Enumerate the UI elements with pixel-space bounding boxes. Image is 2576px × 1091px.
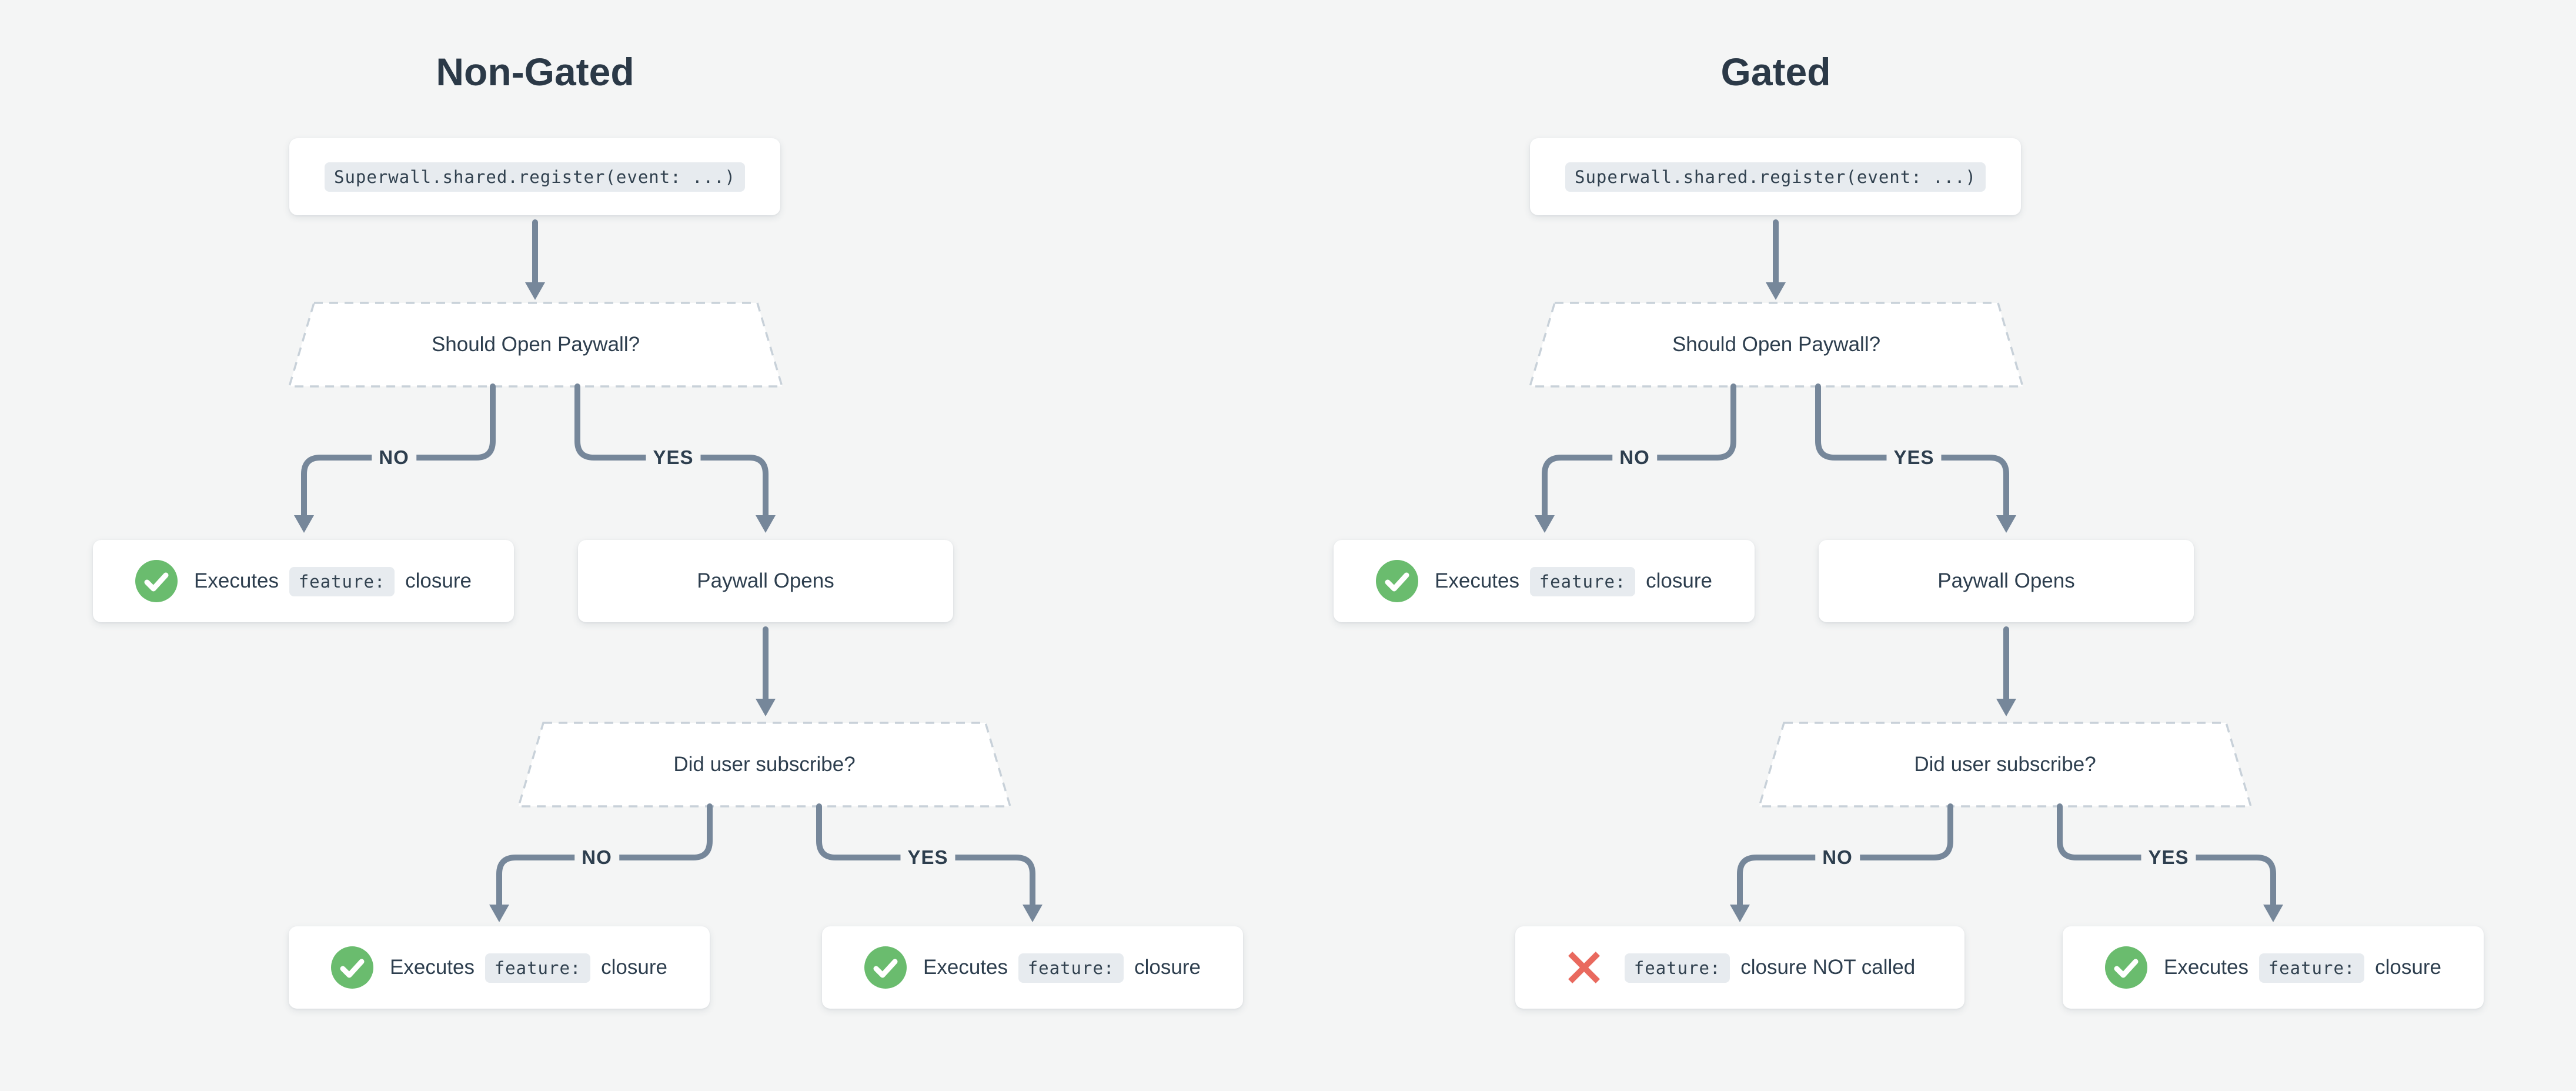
result-text: feature: closure NOT called	[1620, 953, 1916, 983]
decision-label: Did user subscribe?	[673, 753, 856, 776]
decision-label: Should Open Paywall?	[431, 333, 640, 356]
result-suffix: closure	[1128, 956, 1201, 979]
register-code: Superwall.shared.register(event: ...)	[324, 162, 745, 192]
arrowhead-icon	[1766, 282, 1786, 300]
check-circle-icon	[1376, 560, 1419, 602]
arrowhead-icon	[489, 905, 509, 922]
result-executes-feature-node: Executes feature: closure	[822, 926, 1243, 1009]
result-executes-feature-node: Executes feature: closure	[289, 926, 710, 1009]
arrowhead-icon	[294, 515, 314, 533]
result-prefix: Executes	[390, 956, 480, 979]
result-suffix: closure	[1640, 569, 1712, 592]
register-event-node: Superwall.shared.register(event: ...)	[289, 138, 780, 215]
decision-trapezoid-subscribe	[517, 722, 1012, 808]
check-circle-icon	[2105, 946, 2148, 989]
register-code: Superwall.shared.register(event: ...)	[1565, 162, 1986, 192]
paywall-opens-label: Paywall Opens	[1937, 569, 2075, 592]
result-executes-feature-node: Executes feature: closure	[93, 540, 514, 622]
decision-trapezoid-subscribe	[1758, 722, 2253, 808]
decision-did-user-subscribe: Did user subscribe?	[519, 723, 1010, 806]
feature-code-chip: feature:	[1624, 953, 1730, 983]
decision-should-open-paywall: Should Open Paywall?	[289, 303, 782, 386]
result-suffix: closure	[2369, 956, 2441, 979]
decision-label: Did user subscribe?	[1914, 753, 2096, 776]
decision-did-user-subscribe: Did user subscribe?	[1759, 723, 2251, 806]
decision-trapezoid-paywall	[1528, 302, 2024, 388]
connector-lines	[1528, 219, 2283, 922]
branch-label-yes: YES	[2141, 845, 2196, 870]
feature-code-chip: feature:	[289, 567, 395, 596]
result-text: Executes feature: closure	[2164, 953, 2441, 983]
result-executes-feature-node: Executes feature: closure	[1334, 540, 1755, 622]
arrowhead-icon	[525, 282, 545, 300]
paywall-opens-node: Paywall Opens	[578, 540, 953, 622]
result-prefix: Executes	[2164, 956, 2254, 979]
paywall-opens-node: Paywall Opens	[1819, 540, 2194, 622]
result-text: Executes feature: closure	[1435, 567, 1712, 596]
arrowhead-icon	[2263, 905, 2283, 922]
register-event-node: Superwall.shared.register(event: ...)	[1530, 138, 2021, 215]
feature-code-chip: feature:	[2258, 953, 2365, 983]
decision-should-open-paywall: Should Open Paywall?	[1530, 303, 2023, 386]
arrowhead-icon	[1996, 699, 2016, 716]
check-circle-icon	[135, 560, 178, 602]
check-circle-icon	[864, 946, 907, 989]
result-suffix: closure NOT called	[1735, 956, 1916, 979]
feature-code-chip: feature:	[485, 953, 591, 983]
result-prefix: Executes	[194, 569, 285, 592]
branch-label-yes: YES	[1886, 445, 1942, 470]
branch-label-no: NO	[574, 845, 619, 870]
result-text: Executes feature: closure	[390, 953, 667, 983]
feature-code-chip: feature:	[1018, 953, 1124, 983]
chart-title: Gated	[1720, 50, 1831, 94]
result-feature-not-called-node: feature: closure NOT called	[1515, 926, 1964, 1009]
arrowhead-icon	[756, 515, 776, 533]
decision-trapezoid-paywall	[288, 302, 784, 388]
arrowhead-icon	[1535, 515, 1555, 533]
result-text: Executes feature: closure	[194, 567, 472, 596]
branch-label-yes: YES	[646, 445, 701, 470]
cross-icon	[1565, 948, 1603, 987]
result-prefix: Executes	[923, 956, 1014, 979]
result-suffix: closure	[595, 956, 667, 979]
arrowhead-icon	[1730, 905, 1750, 922]
flow-chart-gated: Gated Superwall.shared.register(event: .…	[1241, 0, 2528, 1091]
result-prefix: Executes	[1435, 569, 1525, 592]
flow-chart-non-gated: Non-Gated Superwall.shared.register(even…	[93, 50, 1243, 1009]
result-executes-feature-node: Executes feature: closure	[2063, 926, 2484, 1009]
decision-label: Should Open Paywall?	[1672, 333, 1881, 356]
branch-label-no: NO	[372, 445, 416, 470]
paywall-opens-label: Paywall Opens	[697, 569, 834, 592]
branch-label-no: NO	[1815, 845, 1860, 870]
branch-label-yes: YES	[900, 845, 955, 870]
arrowhead-icon	[1996, 515, 2016, 533]
result-suffix: closure	[399, 569, 472, 592]
arrowhead-icon	[756, 699, 776, 716]
chart-title: Non-Gated	[436, 50, 634, 94]
result-text: Executes feature: closure	[923, 953, 1201, 983]
feature-code-chip: feature:	[1529, 567, 1636, 596]
arrowhead-icon	[1023, 905, 1043, 922]
check-circle-icon	[331, 946, 374, 989]
branch-label-no: NO	[1612, 445, 1657, 470]
